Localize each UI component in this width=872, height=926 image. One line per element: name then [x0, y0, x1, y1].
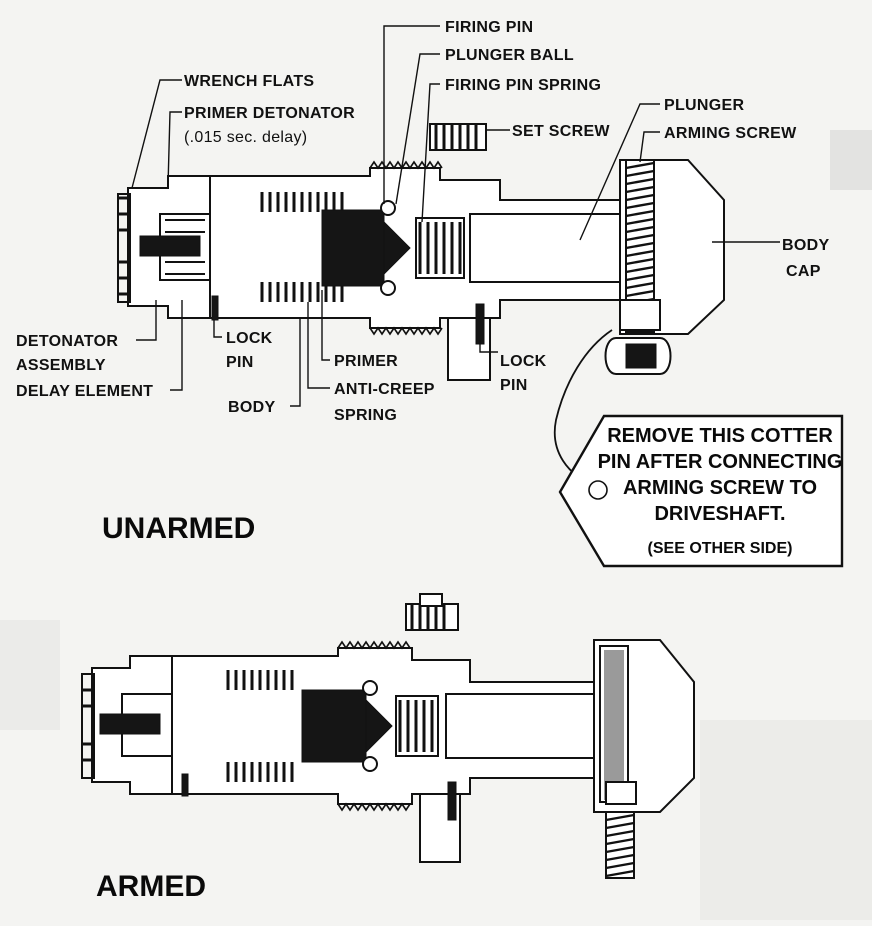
label-body-cap: BODY	[782, 237, 829, 254]
label-firing-pin-spring: FIRING PIN SPRING	[445, 77, 601, 94]
label-lock-pin-inner: LOCK	[226, 330, 273, 347]
label-firing-pin: FIRING PIN	[445, 19, 533, 36]
tag-text-line-1: REMOVE THIS COTTER	[607, 425, 833, 447]
armed-fuze-drawing	[81, 593, 695, 879]
title-unarmed: UNARMED	[102, 512, 255, 545]
tag-text-line-3: ARMING SCREW TO	[623, 477, 817, 499]
label-set-screw: SET SCREW	[512, 123, 610, 140]
unarmed-fuze-drawing	[117, 123, 725, 489]
label-anti-creep-spring: ANTI-CREEP	[334, 381, 435, 398]
label-plunger-ball: PLUNGER BALL	[445, 47, 574, 64]
label-primer-detonator-delay: (.015 sec. delay)	[184, 129, 307, 146]
label-arming-screw: ARMING SCREW	[664, 125, 797, 142]
label-body: BODY	[228, 399, 275, 416]
label-anti-creep-spring-2: SPRING	[334, 407, 397, 424]
label-body-cap-2: CAP	[786, 263, 821, 280]
tag-text-line-4: DRIVESHAFT.	[654, 503, 785, 525]
label-detonator-assembly-2: ASSEMBLY	[16, 357, 106, 374]
cotter-pin-tag: REMOVE THIS COTTER PIN AFTER CONNECTING …	[558, 414, 844, 568]
tag-text-line-2: PIN AFTER CONNECTING	[598, 451, 843, 473]
label-lock-pin-inner-2: PIN	[226, 354, 254, 371]
label-primer-detonator: PRIMER DETONATOR	[184, 105, 355, 122]
label-plunger: PLUNGER	[664, 97, 744, 114]
leader-lines	[131, 25, 780, 407]
label-primer: PRIMER	[334, 353, 398, 370]
label-delay-element: DELAY ELEMENT	[16, 383, 153, 400]
label-wrench-flats: WRENCH FLATS	[184, 73, 314, 90]
label-detonator-assembly: DETONATOR	[16, 333, 118, 350]
tag-text-line-5: (SEE OTHER SIDE)	[648, 540, 793, 557]
part-labels: FIRING PIN PLUNGER BALL FIRING PIN SPRIN…	[16, 19, 829, 424]
label-lock-pin-outer: LOCK	[500, 353, 547, 370]
title-armed: ARMED	[96, 870, 206, 903]
label-lock-pin-outer-2: PIN	[500, 377, 528, 394]
